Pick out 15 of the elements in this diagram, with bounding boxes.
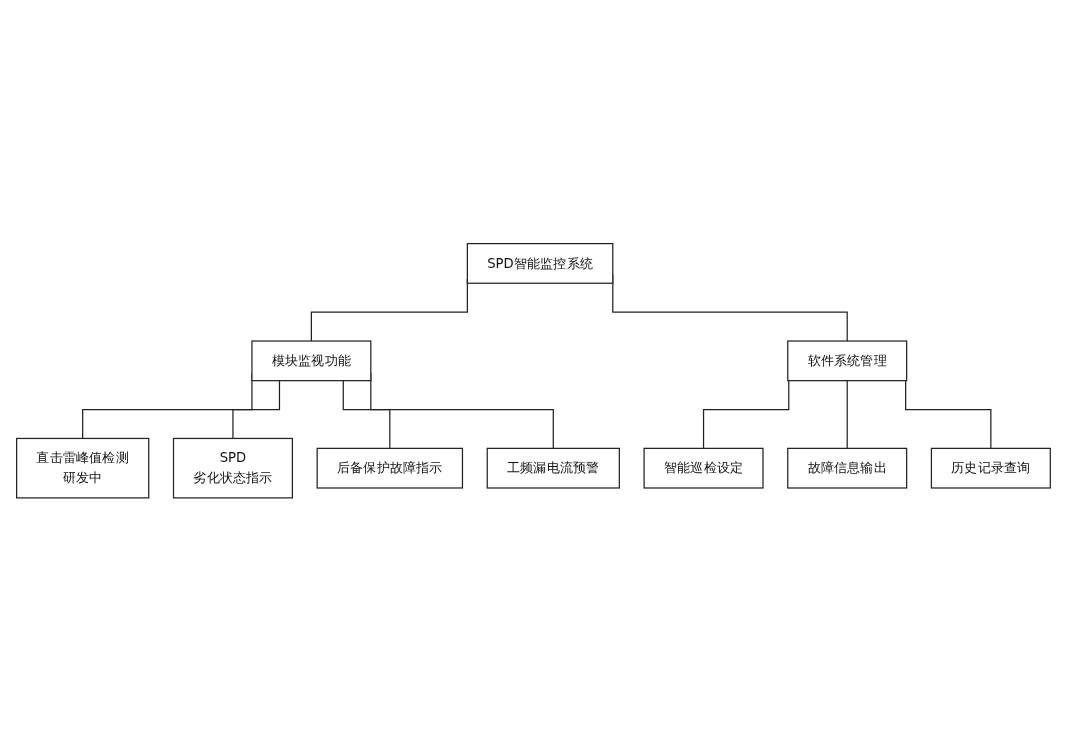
node-box: SPD 劣化状态指示 (172, 438, 294, 499)
node-box: 故障信息输出 (787, 448, 908, 489)
node-box: 智能巡检设定 (643, 448, 764, 489)
node-box: 后备保护故障指示 (316, 448, 464, 489)
node-box: 模块监视功能 (251, 340, 372, 382)
connector (232, 380, 281, 440)
node-box: 工频漏电流预警 (486, 448, 620, 489)
node-box: 直击雷峰值检测 研发中 (16, 438, 150, 499)
node-box: SPD智能监控系统 (466, 243, 614, 285)
node-box: 历史记录查询 (930, 448, 1051, 489)
connector (702, 380, 790, 450)
connector (342, 380, 391, 450)
connector (846, 380, 848, 450)
connector (905, 380, 992, 450)
node-box: 软件系统管理 (787, 340, 908, 382)
